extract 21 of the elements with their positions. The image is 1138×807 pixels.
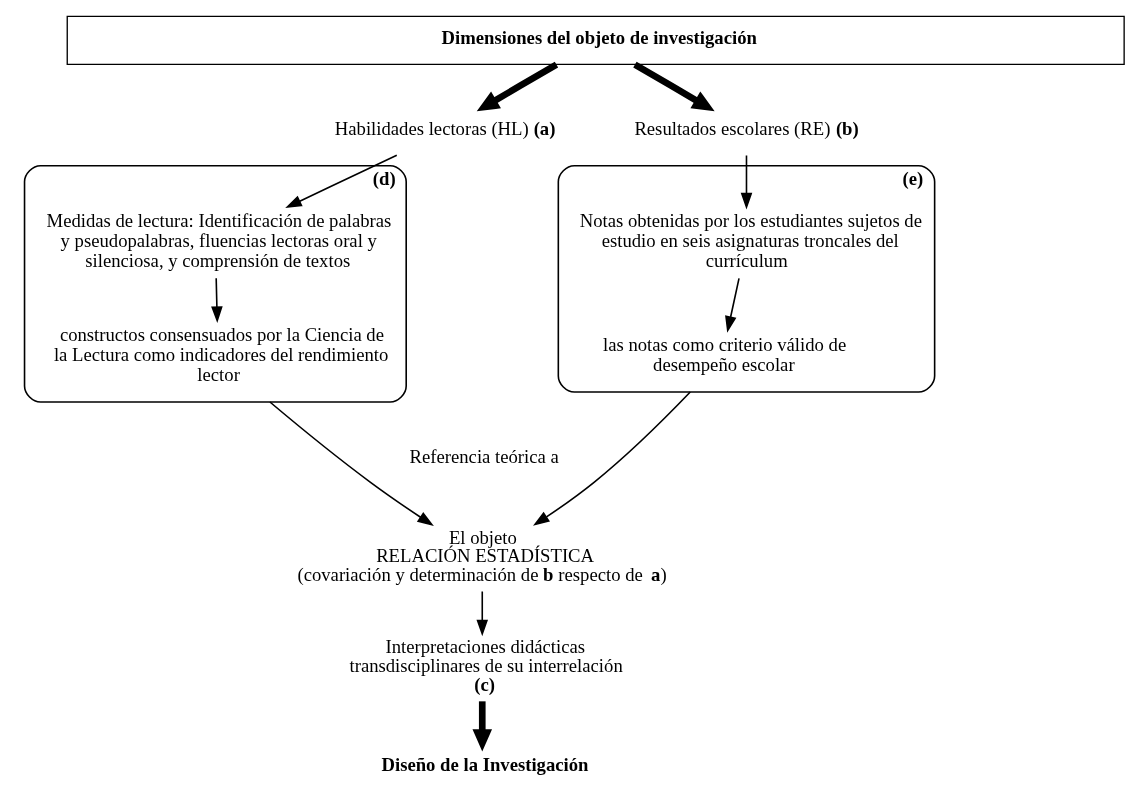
- node-text: Habilidades lectoras (HL) (a): [334, 117, 556, 139]
- node-box: Dimensiones del objeto de investigación: [66, 15, 1125, 65]
- node-text: El objeto RELACIÓN ESTADÍSTICA (covariación y determinación de b respecto de a): [297, 526, 667, 585]
- arrow: [725, 277, 740, 333]
- node-text: constructos consensuados por la Ciencia de la Lectura como indicadores del rendimiento lector: [53, 323, 389, 385]
- node-text: Interpretaciones didácticas transdisciplinares de su interrelación (c): [349, 635, 623, 695]
- node-text: Resultados escolares (RE) (b): [634, 117, 859, 139]
- arrow: [633, 61, 715, 111]
- node-text: las notas como criterio válido de desempeño escolar: [603, 333, 847, 375]
- node-text: Notas obtenidas por los estudiantes sujetos de estudio en seis asignaturas troncales del currículum: [579, 209, 922, 271]
- arrow: [472, 700, 493, 752]
- arrow: [211, 277, 223, 323]
- label: Referencia teórica a: [409, 445, 559, 467]
- arrow: [533, 390, 692, 526]
- arrow: [476, 61, 559, 111]
- node-text: Diseño de la Investigación: [381, 753, 589, 775]
- arrow: [269, 400, 434, 526]
- node-text: Medidas de lectura: Identificación de palabras y pseudopalabras, fluencias lectoras oral y silenciosa, y comprensión de textos: [46, 209, 392, 271]
- arrow: [476, 590, 489, 636]
- arrow: [740, 154, 753, 209]
- arrow: [285, 153, 398, 208]
